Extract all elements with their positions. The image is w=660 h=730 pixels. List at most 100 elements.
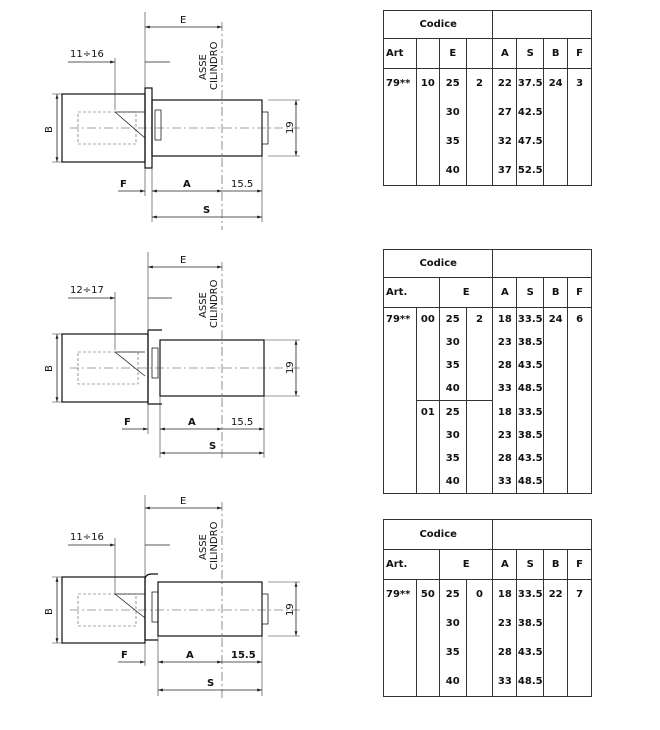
header-e: E xyxy=(438,38,467,69)
a-cell: 23 xyxy=(492,424,518,447)
drawing-1: E ASSE CILINDRO 11÷16 B 19 xyxy=(44,12,300,230)
f-cell: 3 xyxy=(567,68,592,98)
b-label: B xyxy=(44,608,55,615)
technical-drawings: E ASSE CILINDRO 11÷16 B 19 xyxy=(44,12,300,700)
range-label: 11÷16 xyxy=(70,49,104,60)
axis-label-asse: ASSE xyxy=(198,292,209,318)
a-cell: 23 xyxy=(492,609,518,638)
e-cell: 25 xyxy=(438,579,467,609)
a-cell: 32 xyxy=(492,127,518,156)
header-e: E xyxy=(438,549,494,580)
f-label: F xyxy=(121,650,128,661)
a-cell: 37 xyxy=(492,156,518,186)
e-cell: 40 xyxy=(438,470,467,494)
code-cell: 01 xyxy=(415,400,440,424)
s-cell: 33.5 xyxy=(516,400,545,424)
axis-label-asse: ASSE xyxy=(198,534,209,560)
e-cell: 35 xyxy=(438,127,467,156)
s-cell: 47.5 xyxy=(516,127,545,156)
b-cell: 22 xyxy=(543,579,569,609)
header-a: A xyxy=(492,549,518,580)
table-row: 79** 10 25 2 22 37.5 24 3 xyxy=(383,68,592,98)
header-s: S xyxy=(516,277,545,308)
table-row: 35 28 43.5 xyxy=(383,638,592,667)
header-art: Art xyxy=(383,38,417,69)
range-label: 11÷16 xyxy=(70,532,104,543)
e-cell: 30 xyxy=(438,609,467,638)
table-row: 79** 00 25 2 18 33.5 24 6 xyxy=(383,307,592,331)
a-cell: 18 xyxy=(492,400,518,424)
table-row: 30 23 38.5 xyxy=(383,609,592,638)
table-row: 79** 50 25 0 18 33.5 22 7 xyxy=(383,579,592,609)
a-cell: 28 xyxy=(492,447,518,470)
s-cell: 48.5 xyxy=(516,377,545,401)
header-a: A xyxy=(492,38,518,69)
header-f: F xyxy=(567,277,592,308)
offset-label: 15.5 xyxy=(231,417,253,428)
s-cell: 42.5 xyxy=(516,98,545,127)
e-label: E xyxy=(180,15,186,26)
axis-label-asse: ASSE xyxy=(198,54,209,80)
e-cell: 40 xyxy=(438,667,467,697)
a-cell: 28 xyxy=(492,638,518,667)
codice-header: Codice xyxy=(382,249,494,278)
table-row: 30 27 42.5 xyxy=(383,98,592,127)
art-cell: 79** xyxy=(383,579,417,609)
e-cell: 40 xyxy=(438,377,467,401)
e-cell: 25 xyxy=(438,68,467,98)
e-cell: 30 xyxy=(438,331,467,354)
header-art: Art. xyxy=(383,549,440,580)
s-cell: 38.5 xyxy=(516,609,545,638)
drawing-3: E ASSE CILINDRO 11÷16 B 19 F A 15.5 xyxy=(44,495,300,700)
s-cell: 43.5 xyxy=(516,638,545,667)
drawing-2: E ASSE CILINDRO 12÷17 B 19 F A 15.5 S xyxy=(44,252,300,460)
range-label: 12÷17 xyxy=(70,285,104,296)
header-s: S xyxy=(516,38,545,69)
axis-label-cilindro: CILINDRO xyxy=(209,279,220,328)
header-a: A xyxy=(492,277,518,308)
table-row: 01 25 18 33.5 xyxy=(383,400,592,424)
axis-label-cilindro: CILINDRO xyxy=(209,521,220,570)
header-art: Art. xyxy=(383,277,440,308)
a-cell: 28 xyxy=(492,354,518,377)
drawings-svg: E ASSE CILINDRO 11÷16 B 19 xyxy=(44,12,300,700)
e-label: E xyxy=(180,496,186,507)
b-cell: 24 xyxy=(543,307,569,331)
height-label: 19 xyxy=(285,361,296,374)
table-row: 35 28 43.5 xyxy=(383,447,592,470)
codice-header: Codice xyxy=(382,519,494,550)
a-cell: 27 xyxy=(492,98,518,127)
s-cell: 52.5 xyxy=(516,156,545,186)
table-row: 30 23 38.5 xyxy=(383,424,592,447)
table-row: 35 28 43.5 xyxy=(383,354,592,377)
spec-table-1: Codice Art E A S B F 79** 10 25 2 22 37.… xyxy=(382,10,592,186)
table-row: 30 23 38.5 xyxy=(383,331,592,354)
a-cell: 18 xyxy=(492,579,518,609)
table-row: 40 33 48.5 xyxy=(383,377,592,401)
s-cell: 48.5 xyxy=(516,667,545,697)
height-label: 19 xyxy=(285,121,296,134)
codice-header: Codice xyxy=(382,10,494,39)
a-cell: 33 xyxy=(492,470,518,494)
art-cell: 79** xyxy=(383,68,417,98)
header-b: B xyxy=(543,277,569,308)
table-row: 35 32 47.5 xyxy=(383,127,592,156)
a-cell: 23 xyxy=(492,331,518,354)
a-cell: 33 xyxy=(492,667,518,697)
header-b: B xyxy=(543,549,569,580)
table-row: 40 37 52.5 xyxy=(383,156,592,186)
code-cell: 10 xyxy=(415,68,440,98)
b-label: B xyxy=(44,365,55,372)
b-label: B xyxy=(44,126,55,133)
suffix-cell: 2 xyxy=(465,307,494,331)
a-cell: 22 xyxy=(492,68,518,98)
f-cell: 6 xyxy=(567,307,592,331)
axis-label-cilindro: CILINDRO xyxy=(209,41,220,90)
spec-table-3: Codice Art. E A S B F 79** 50 25 0 18 33… xyxy=(382,519,592,697)
e-label: E xyxy=(180,255,186,266)
e-cell: 25 xyxy=(438,400,467,424)
s-cell: 37.5 xyxy=(516,68,545,98)
suffix-cell: 2 xyxy=(465,68,494,98)
s-cell: 43.5 xyxy=(516,354,545,377)
a-label: A xyxy=(188,417,196,428)
